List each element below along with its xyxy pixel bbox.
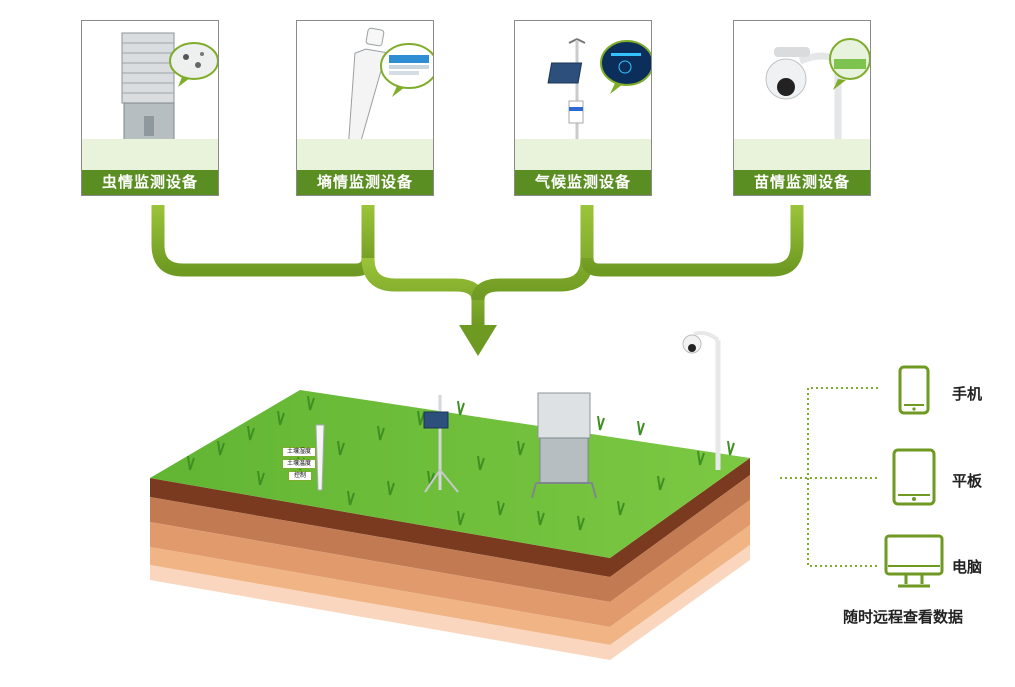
device-computer: 电脑 bbox=[880, 534, 1000, 594]
card-label: 墒情监测设备 bbox=[297, 170, 433, 195]
sensor-tag: 土壤温度 bbox=[282, 459, 316, 469]
card-seedling-monitoring: 苗情监测设备 bbox=[733, 20, 871, 196]
sensor-tags: 土壤湿度 土壤温度 控制 bbox=[282, 447, 316, 481]
card-label: 气候监测设备 bbox=[515, 170, 651, 195]
device-phone: 手机 bbox=[880, 365, 1000, 425]
card-soil-moisture-monitoring: 墒情监测设备 bbox=[296, 20, 434, 196]
sensor-tag: 控制 bbox=[288, 471, 312, 481]
computer-icon bbox=[884, 534, 944, 588]
device-label: 平板 bbox=[952, 472, 983, 490]
card-climate-monitoring: 气候监测设备 bbox=[514, 20, 652, 196]
tablet-icon bbox=[892, 448, 936, 506]
card-label: 虫情监测设备 bbox=[82, 170, 218, 195]
insect-trap-icon bbox=[82, 32, 218, 172]
card-insect-monitoring: 虫情监测设备 bbox=[81, 20, 219, 196]
device-tablet: 平板 bbox=[880, 448, 1000, 508]
remote-view-caption: 随时远程查看数据 bbox=[843, 608, 964, 626]
soil-sensor-icon bbox=[297, 27, 433, 172]
sensor-tag: 土壤湿度 bbox=[282, 447, 316, 457]
phone-icon bbox=[898, 365, 930, 415]
ptz-camera-icon bbox=[734, 38, 870, 172]
device-label: 手机 bbox=[952, 385, 983, 403]
weather-station-icon bbox=[515, 38, 651, 172]
card-label: 苗情监测设备 bbox=[734, 170, 870, 195]
device-label: 电脑 bbox=[952, 558, 983, 576]
